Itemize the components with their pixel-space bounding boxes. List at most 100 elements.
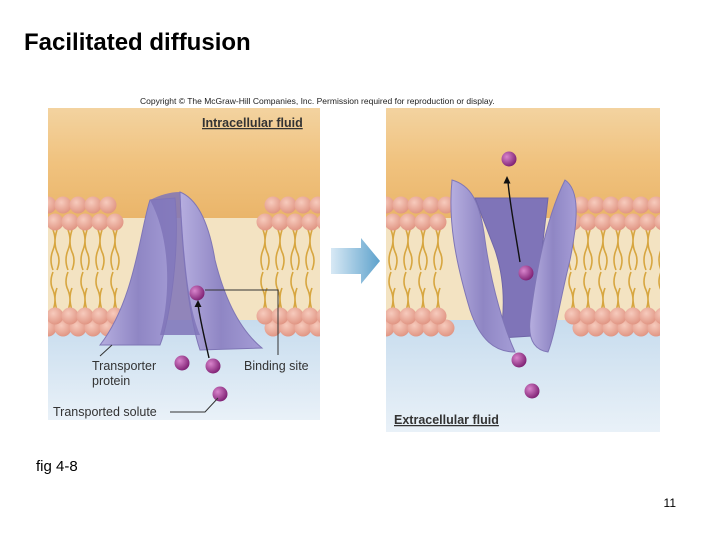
lipid-head — [414, 307, 432, 325]
solute-released — [501, 151, 517, 167]
lipid-heads-top — [48, 196, 320, 231]
binding-site-label: Binding site — [244, 359, 309, 373]
lipid-head — [564, 307, 582, 325]
lipid-heads-bottom — [48, 307, 320, 337]
lipid-tail — [643, 229, 653, 311]
lipid-head — [256, 213, 274, 231]
lipid-head — [271, 213, 289, 231]
lipid-head — [264, 196, 282, 214]
lipid-head — [609, 307, 627, 325]
lipid-tail — [65, 229, 75, 311]
copyright-notice: Copyright © The McGraw-Hill Companies, I… — [140, 96, 495, 106]
solute-free — [524, 383, 540, 399]
lipid-head — [76, 213, 94, 231]
lipid-head — [624, 307, 642, 325]
lipid-head — [429, 307, 447, 325]
lipid-head — [632, 196, 650, 214]
lipid-tail — [321, 230, 329, 310]
lipid-head — [271, 307, 289, 325]
lipid-head — [617, 196, 635, 214]
lipid-head — [429, 213, 447, 231]
transporter-leader — [99, 344, 113, 357]
lipid-head — [84, 196, 102, 214]
solute-path-arrow — [507, 181, 521, 263]
lipid-head — [256, 307, 274, 325]
solute-free — [174, 355, 190, 371]
lipid-heads-top — [386, 196, 660, 231]
lipid-tail — [305, 229, 315, 311]
lipid-head — [609, 213, 627, 231]
lipid-tail — [658, 250, 660, 290]
lipid-tail — [613, 229, 623, 311]
lipid-head — [48, 196, 57, 214]
transition-arrow — [331, 238, 380, 284]
lipid-head — [399, 213, 417, 231]
solute-path-arrow — [197, 303, 210, 359]
extracellular-fluid-label: Extracellular fluid — [394, 413, 499, 427]
lipid-head — [286, 213, 304, 231]
lipid-head — [579, 213, 597, 231]
lipid-head — [399, 307, 417, 325]
lipid-head — [414, 213, 432, 231]
transporter-protein — [98, 191, 264, 351]
lipid-head — [639, 213, 657, 231]
lipid-head — [386, 196, 395, 214]
lipid-head — [294, 196, 312, 214]
lipid-tail — [628, 229, 638, 311]
lipid-head — [61, 307, 79, 325]
lipid-tail — [403, 229, 413, 311]
solute-leader — [170, 397, 219, 413]
lipid-head — [624, 213, 642, 231]
lipid-head — [99, 196, 117, 214]
lipid-head — [48, 307, 64, 325]
lipid-tail — [598, 229, 608, 311]
transporter-protein-label: protein — [92, 374, 130, 388]
slide-title: Facilitated diffusion — [24, 29, 251, 56]
lipid-head — [422, 196, 440, 214]
lipid-tail — [275, 229, 285, 311]
lipid-head — [437, 319, 455, 337]
lipid-head — [316, 309, 320, 323]
lipid-tail — [433, 229, 443, 311]
lipid-tail — [50, 229, 60, 311]
lipid-tail — [110, 229, 120, 311]
solute-free — [511, 352, 527, 368]
lipid-head — [279, 196, 297, 214]
lipid-tail — [260, 229, 270, 311]
lipid-head — [594, 213, 612, 231]
solute-free — [205, 358, 221, 374]
lipid-head — [647, 196, 660, 214]
binding-site-leader — [205, 289, 279, 355]
lipid-head — [572, 196, 590, 214]
lipid-head — [301, 213, 319, 231]
intracellular-fluid-label: Intracellular fluid — [202, 116, 303, 130]
lipid-head — [48, 213, 64, 231]
solute-bound — [518, 265, 534, 281]
lipid-head — [579, 307, 597, 325]
solute-bound — [189, 285, 205, 301]
solute-free — [212, 386, 228, 402]
lipid-head — [106, 213, 124, 231]
lipid-head — [639, 307, 657, 325]
lipid-head — [602, 196, 620, 214]
lipid-head — [309, 196, 320, 214]
lipid-head — [437, 196, 455, 214]
lipid-head — [386, 307, 402, 325]
lipid-head — [654, 308, 660, 324]
lipid-head — [587, 196, 605, 214]
lipid-tail — [418, 229, 428, 311]
lipid-tail — [95, 229, 105, 311]
left-panel — [48, 108, 329, 420]
lipid-head — [54, 196, 72, 214]
lipid-head — [392, 196, 410, 214]
transporter-protein-label: Transporter — [92, 359, 156, 373]
transporter-protein — [450, 179, 577, 353]
page-number: 11 — [663, 496, 676, 510]
lipid-head — [386, 213, 402, 231]
right-panel — [386, 108, 660, 432]
transported-solute-label: Transported solute — [53, 405, 157, 419]
lipid-head — [91, 213, 109, 231]
lipid-tails — [50, 229, 329, 311]
lipid-head — [61, 213, 79, 231]
